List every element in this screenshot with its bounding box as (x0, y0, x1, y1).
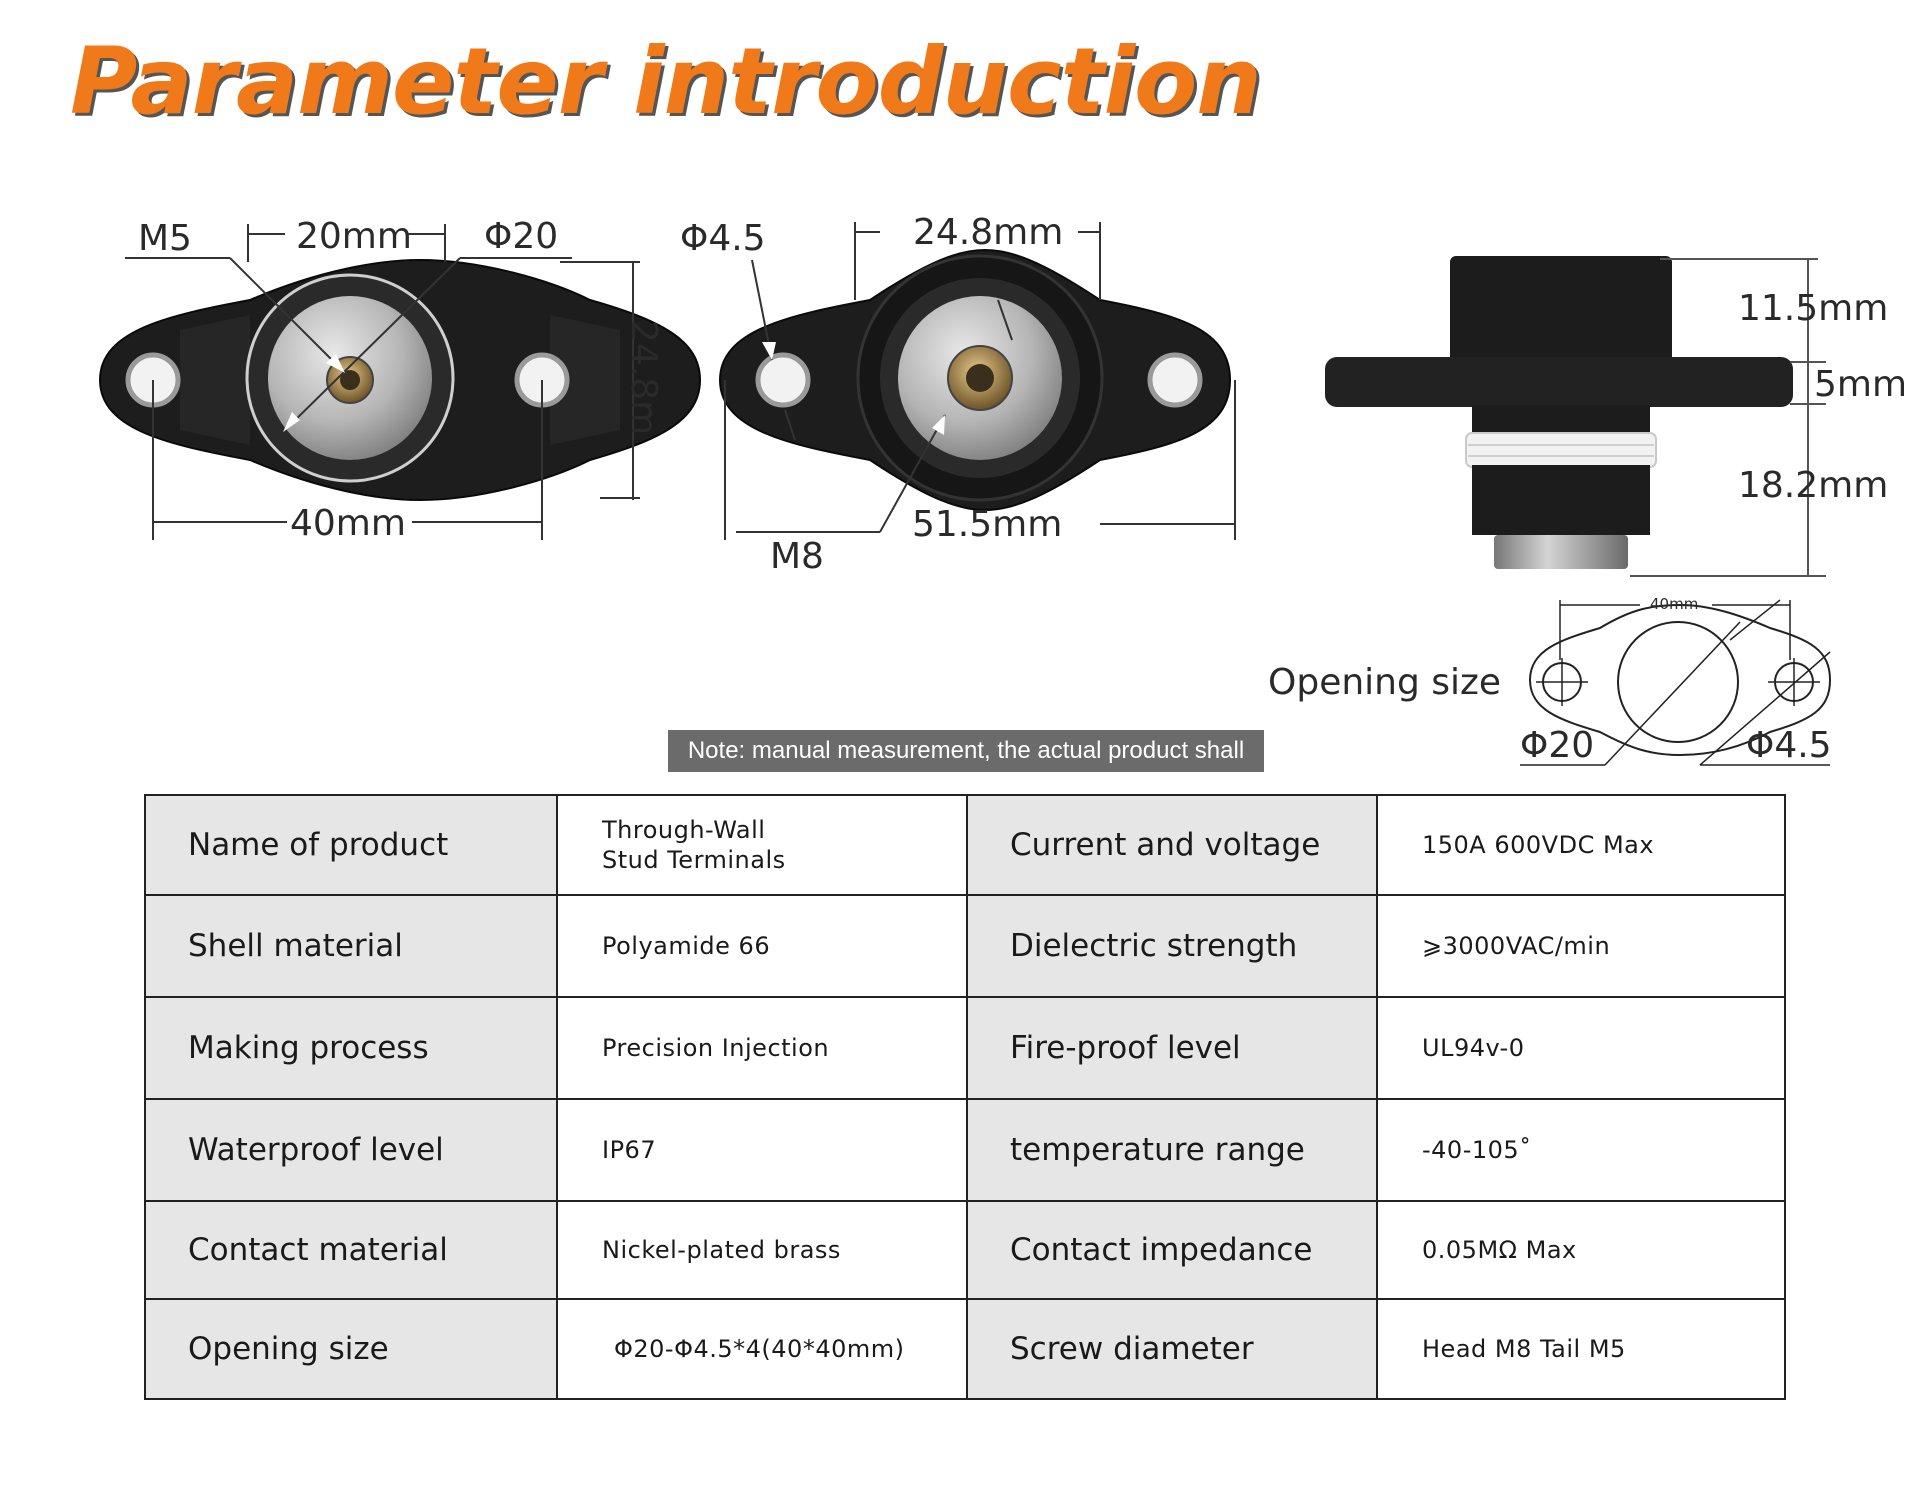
spec-label: Making process (144, 996, 558, 1100)
spec-value: 0.05MΩ Max (1376, 1200, 1786, 1300)
spec-label: Dielectric strength (966, 894, 1378, 998)
spec-value: -40-105˚ (1376, 1098, 1786, 1202)
opening-size-label: Opening size (1268, 662, 1501, 703)
spec-label: Screw diameter (966, 1298, 1378, 1400)
side-view-top-height-label: 11.5mm (1738, 288, 1888, 329)
side-view-bottom-height-label: 18.2mm (1738, 465, 1888, 506)
top-view-height-label: 24.8m (623, 320, 664, 435)
bottom-view-drawing: Φ4.5 24.8mm 51.5mm M8 (680, 212, 1236, 577)
spec-label: Fire-proof level (966, 996, 1378, 1100)
spec-value: ⩾3000VAC/min (1376, 894, 1786, 998)
spec-label: Name of product (144, 794, 558, 896)
bottom-view-right-hole (1147, 352, 1203, 408)
opening-width-label: 40mm (1650, 595, 1698, 613)
side-view-flange-height-label: 5mm (1814, 364, 1907, 405)
spec-value: UL94v-0 (1376, 996, 1786, 1100)
spec-label: Opening size (144, 1298, 558, 1400)
bottom-view-m8-label: M8 (770, 536, 824, 577)
opening-outline (1528, 603, 1832, 757)
spec-label: Waterproof level (144, 1098, 558, 1202)
spec-label: Shell material (144, 894, 558, 998)
top-view-hole-spacing-label: 40mm (290, 503, 406, 544)
side-view-head (1450, 256, 1672, 366)
bottom-view-phi-label: Φ4.5 (680, 218, 766, 259)
bottom-view-left-hole (755, 352, 811, 408)
bottom-view-length-label: 51.5mm (912, 504, 1062, 545)
measurement-note: Note: manual measurement, the actual pro… (668, 730, 1264, 772)
top-view-drawing: M5 20mm Φ20 24.8m 40mm (98, 216, 702, 544)
side-view-flange (1325, 357, 1793, 407)
spec-value: Through-Wall Stud Terminals (556, 794, 968, 896)
spec-value: Polyamide 66 (556, 894, 968, 998)
side-view-seal-ring (1465, 432, 1657, 468)
side-view-metal-tail (1494, 535, 1628, 569)
product-dimension-drawings: M5 20mm Φ20 24.8m 40mm Φ4. (98, 212, 1907, 766)
spec-label: Contact material (144, 1200, 558, 1300)
spec-value: IP67 (556, 1098, 968, 1202)
top-view-phi-label: Φ20 (484, 216, 558, 257)
spec-value: Precision Injection (556, 996, 968, 1100)
spec-value: 150A 600VDC Max (1376, 794, 1786, 896)
spec-label: Current and voltage (966, 794, 1378, 896)
spec-label: temperature range (966, 1098, 1378, 1202)
opening-size-diagram: Opening size 40mm Φ20 Φ4.5 (1268, 595, 1832, 766)
opening-phi-large-label: Φ20 (1520, 725, 1594, 766)
side-view-drawing: 11.5mm 5mm 18.2mm (1325, 256, 1907, 577)
bottom-view-width-label: 24.8mm (913, 212, 1063, 253)
opening-center-circle (1617, 621, 1739, 743)
spec-value: Nickel-plated brass (556, 1200, 968, 1300)
page-title: Parameter introduction (70, 28, 1262, 135)
spec-value: Φ20-Φ4.5*4(40*40mm) (556, 1298, 968, 1400)
opening-phi-small-label: Φ4.5 (1746, 725, 1832, 766)
top-view-width-label: 20mm (296, 216, 412, 257)
spec-value: Head M8 Tail M5 (1376, 1298, 1786, 1400)
top-view-m5-label: M5 (138, 218, 192, 259)
spec-label: Contact impedance (966, 1200, 1378, 1300)
